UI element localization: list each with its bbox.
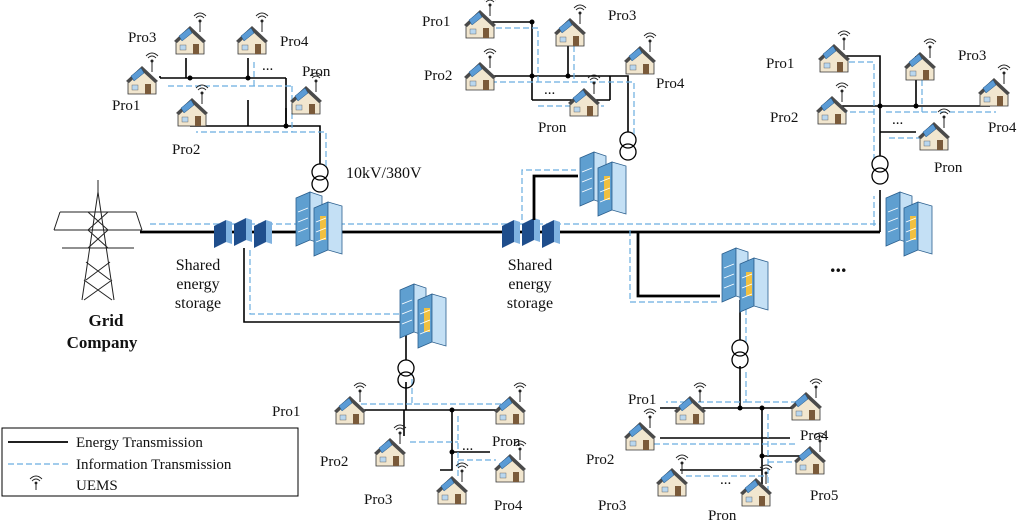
shared-storage-1-icon — [214, 218, 272, 248]
storage2-line2: energy — [508, 276, 551, 293]
storage1-line3: storage — [175, 295, 221, 312]
storage1-line2: energy — [176, 276, 219, 293]
c2-pro3-label: Pro3 — [608, 8, 636, 24]
c1-ellipsis: ... — [262, 58, 273, 74]
grid-tower-icon — [53, 180, 143, 301]
c3-house-pro3 — [903, 38, 937, 81]
c3-pro1-label: Pro1 — [766, 56, 794, 72]
uems-server-2-icon — [579, 151, 627, 217]
more-subsystems-ellipsis: ... — [830, 252, 847, 277]
c4-pro1-label: Pro1 — [272, 404, 300, 420]
c1-house-pro2 — [175, 84, 209, 127]
c2-house-pro2 — [463, 48, 497, 91]
c5-house-pron — [739, 464, 773, 507]
c3-house-pron — [917, 108, 951, 151]
transformer-2-icon — [619, 131, 637, 161]
c3-pron-label: Pron — [934, 160, 963, 176]
c2-pro4-label: Pro4 — [656, 76, 685, 92]
c5-pro4-label: Pro4 — [800, 428, 829, 444]
c4-pro2-label: Pro2 — [320, 454, 348, 470]
uems-server-4-icon — [399, 283, 447, 349]
c4-pro3-label: Pro3 — [364, 492, 392, 508]
c3-pro2-label: Pro2 — [770, 110, 798, 126]
c3-pro3-label: Pro3 — [958, 48, 986, 64]
c3-info-lines — [842, 61, 996, 226]
c3-ellipsis: ... — [892, 112, 903, 128]
c5-pro5-label: Pro5 — [810, 488, 838, 504]
c1-house-pro4 — [235, 12, 269, 55]
c3-energy-lines — [836, 55, 990, 232]
c2-ellipsis: ... — [544, 82, 555, 98]
c4-house-pro2 — [373, 424, 407, 467]
c2-house-pro3 — [553, 4, 587, 47]
c4-pron-label: Pron — [492, 434, 521, 450]
c1-house-pro1 — [125, 52, 159, 95]
shared-storage-2-icon — [502, 218, 560, 248]
c1-energy-lines-2 — [159, 58, 287, 126]
c3-pro4-label: Pro4 — [988, 120, 1017, 136]
c2-info-lines — [494, 27, 635, 134]
c5-house-pro3 — [655, 454, 689, 497]
c2-pron-label: Pron — [538, 120, 567, 136]
legend-info-label: Information Transmission — [76, 457, 232, 473]
storage1-line1: Shared — [176, 257, 220, 274]
uems-server-3-icon — [885, 191, 933, 257]
c1-pro2-label: Pro2 — [172, 142, 200, 158]
c5-feeder-info — [629, 230, 720, 303]
storage2-line3: storage — [507, 295, 553, 312]
c1-pro3-label: Pro3 — [128, 30, 156, 46]
c3-house-pro2 — [815, 82, 849, 125]
legend: Energy Transmission Information Transmis… — [1, 427, 299, 497]
c3-house-pro4 — [977, 64, 1011, 107]
voltage-label: 10kV/380V — [346, 165, 422, 182]
transformer-1-icon — [311, 163, 329, 193]
c5-pron-label: Pron — [708, 508, 737, 522]
transformer-3-icon — [871, 155, 889, 185]
storage2-feeder — [532, 174, 578, 220]
c2-house-pron — [567, 74, 601, 117]
c4-info-lines — [249, 250, 506, 478]
c1-house-pro3 — [173, 12, 207, 55]
grid-label-line1: Grid — [89, 311, 124, 330]
c1-pro4-label: Pro4 — [280, 34, 309, 50]
legend-energy-label: Energy Transmission — [76, 435, 203, 451]
c5-pro1-label: Pro1 — [628, 392, 656, 408]
transformer-5-icon — [731, 339, 749, 369]
grid-label-line2: Company — [67, 333, 138, 352]
c1-pron-label: Pron — [302, 64, 331, 80]
uems-server-5-icon — [721, 247, 769, 313]
c5-pro2-label: Pro2 — [586, 452, 614, 468]
c2-house-pro4 — [623, 32, 657, 75]
c4-energy-lines — [243, 248, 500, 471]
legend-uems-label: UEMS — [76, 478, 118, 494]
storage2-line1: Shared — [508, 257, 552, 274]
c5-energy-lines — [660, 300, 800, 484]
c5-feeder — [636, 232, 720, 298]
c5-house-pro4 — [789, 378, 823, 421]
c1-pro1-label: Pro1 — [112, 98, 140, 114]
c2-pro1-label: Pro1 — [422, 14, 450, 30]
c5-pro3-label: Pro3 — [598, 498, 626, 514]
storage2-info — [521, 169, 576, 220]
uems-server-1-icon — [295, 191, 343, 257]
c3-house-pro1 — [817, 30, 851, 73]
c5-ellipsis: ... — [720, 472, 731, 488]
c4-ellipsis: ... — [462, 438, 473, 454]
c2-house-pro1 — [463, 0, 497, 39]
c5-house-pro2 — [623, 408, 657, 451]
c4-pro4-label: Pro4 — [494, 498, 523, 514]
c2-pro2-label: Pro2 — [424, 68, 452, 84]
c5-house-pro1 — [673, 382, 707, 425]
c5-info-lines — [654, 300, 806, 490]
